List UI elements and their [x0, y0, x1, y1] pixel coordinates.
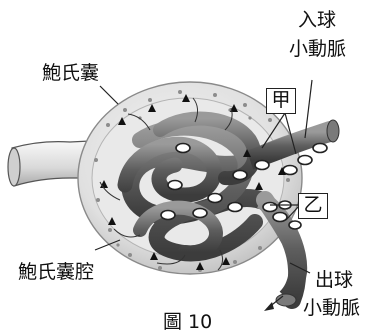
label-efferent-line1: 出球: [315, 269, 353, 291]
marker-jia: 甲: [266, 88, 296, 114]
label-afferent-line2: 小動脈: [289, 38, 346, 60]
tubule-opening: [8, 148, 20, 186]
label-afferent-line1: 入球: [298, 9, 336, 31]
afferent-opening: [327, 120, 339, 142]
marker-yi: 乙: [298, 193, 328, 219]
label-bowman-capsule: 鮑氏囊: [42, 62, 99, 84]
figure-caption: 圖 10: [163, 311, 212, 333]
efferent-opening: [276, 294, 296, 306]
label-efferent-line2: 小動脈: [303, 297, 360, 319]
outflow-arrowhead: [264, 302, 274, 311]
label-bowman-space: 鮑氏囊腔: [18, 261, 94, 283]
